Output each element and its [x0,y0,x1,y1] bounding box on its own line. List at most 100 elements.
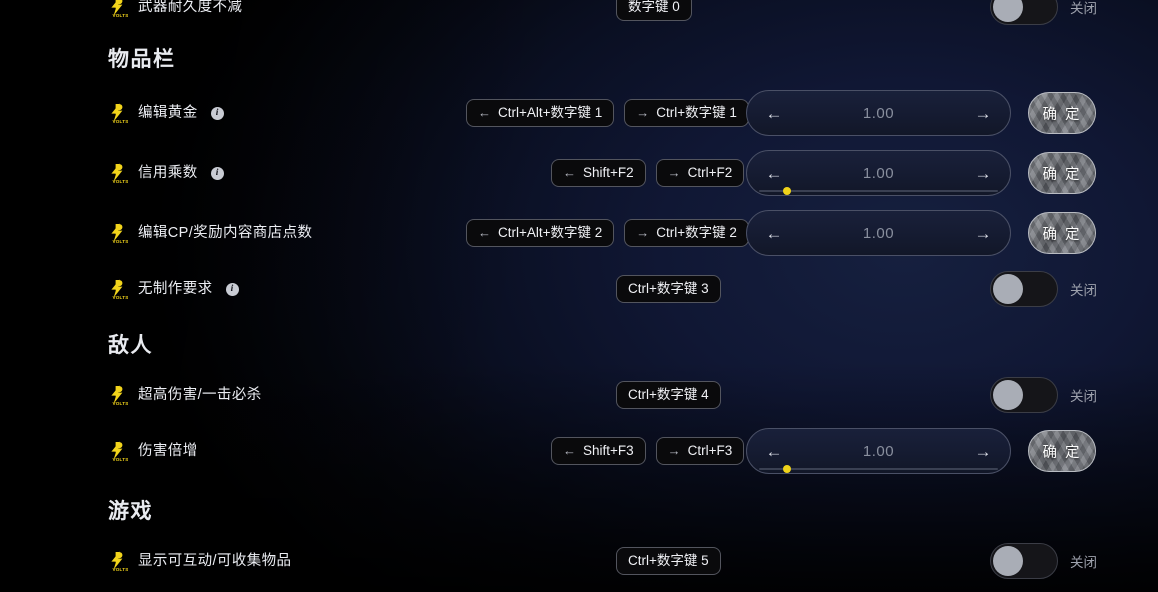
arrow-left-icon: ← [478,225,491,240]
section-header-inventory: 物品栏 [108,48,176,71]
hotkey-label: Ctrl+数字键 2 [656,224,737,240]
stepper-slider-handle[interactable] [783,465,791,473]
setting-row-show-interactable-collectible: VOLTS 显示可互动/可收集物品 Ctrl+数字键 5 关闭 [0,538,1158,584]
value-stepper-damage-multiplier[interactable]: ← 1.00 → [746,428,1011,474]
confirm-button-edit-cp-shop-points[interactable]: 确 定 [1028,212,1096,254]
toggle-state-label: 关闭 [1070,555,1097,570]
confirm-button-damage-multiplier[interactable]: 确 定 [1028,430,1096,472]
toggle-knob [993,380,1023,410]
arrow-right-icon: → [636,225,650,240]
svg-text:VOLTS: VOLTS [113,457,129,462]
toggle-switch-show-interactable-collectible[interactable] [990,543,1058,579]
hotkey-chip[interactable]: ←Shift+F3 [551,436,646,466]
arrow-right-icon: → [667,443,681,458]
confirm-button-edit-gold[interactable]: 确 定 [1028,92,1096,134]
info-icon[interactable]: i [225,282,239,296]
toggle-switch-no-crafting-requirements[interactable] [990,271,1058,307]
arrow-left-icon: ← [478,105,491,120]
setting-label: 信用乘数 [138,164,198,181]
hotkey-group-show-interactable-collectible: Ctrl+数字键 5 [616,538,721,584]
hotkey-chip[interactable]: 数字键 0 [616,0,692,22]
toggle-group-super-damage-onehit-kill: 关闭 [990,372,1097,418]
setting-label-group-no-crafting-requirements: VOLTS 无制作要求 i [108,266,239,312]
stepper-increment-arrow-right-icon[interactable]: → [974,223,992,243]
toggle-knob [993,0,1023,22]
setting-row-credit-multiplier: VOLTS 信用乘数 i ←Shift+F2 → Ctrl+F2 ← 1.00 → 确 定 [0,150,1158,196]
setting-label: 无制作要求 [138,280,213,297]
svg-text:VOLTS: VOLTS [113,119,129,124]
hotkey-label: Ctrl+Alt+数字键 1 [498,104,603,120]
svg-text:VOLTS: VOLTS [113,295,129,300]
hotkey-chip[interactable]: → Ctrl+F2 [655,158,745,188]
setting-label: 显示可互动/可收集物品 [138,552,292,569]
volts-badge-icon: VOLTS [108,0,128,18]
stepper-increment-arrow-right-icon[interactable]: → [974,103,992,123]
hotkey-chip[interactable]: Ctrl+数字键 4 [616,380,721,410]
stepper-decrement-arrow-left-icon[interactable]: ← [765,103,783,123]
stepper-value: 1.00 [862,442,895,460]
toggle-switch-weapon-durability[interactable] [990,0,1058,25]
hotkey-chip[interactable]: →Ctrl+F3 [655,436,745,466]
hotkey-chip[interactable]: Ctrl+数字键 5 [616,546,721,576]
setting-label: 编辑CP/奖励内容商店点数 [138,224,313,241]
arrow-right-icon: → [667,165,681,180]
stepper-slider-track[interactable] [759,465,998,473]
hotkey-label: Ctrl+Alt+数字键 2 [498,224,603,240]
hotkey-chip[interactable]: → Ctrl+数字键 2 [624,218,749,248]
svg-text:VOLTS: VOLTS [113,401,129,406]
stepper-decrement-arrow-left-icon[interactable]: ← [765,441,783,461]
value-stepper-edit-gold[interactable]: ← 1.00 → [746,90,1011,136]
hotkey-label: Ctrl+数字键 1 [656,104,737,120]
stepper-value: 1.00 [862,224,895,242]
setting-label-group-damage-multiplier: VOLTS 伤害倍增 [108,428,198,474]
value-stepper-edit-cp-shop-points[interactable]: ← 1.00 → [746,210,1011,256]
toggle-state-label: 关闭 [1070,1,1097,16]
hotkey-chip[interactable]: ← Ctrl+Alt+数字键 2 [466,218,615,248]
hotkey-chip[interactable]: ←Shift+F2 [551,158,646,188]
toggle-knob [993,546,1023,576]
svg-text:VOLTS: VOLTS [113,567,129,572]
stepper-slider-handle[interactable] [783,187,791,195]
info-icon[interactable]: i [210,166,224,180]
info-icon[interactable]: i [210,106,224,120]
section-header-enemies: 敌人 [108,334,153,357]
section-header-game: 游戏 [108,500,153,523]
stepper-value: 1.00 [862,104,895,122]
volts-badge-icon: VOLTS [108,162,128,184]
toggle-group-show-interactable-collectible: 关闭 [990,538,1097,584]
stepper-increment-arrow-right-icon[interactable]: → [974,163,992,183]
hotkey-group-edit-gold: ← Ctrl+Alt+数字键 1 →Ctrl+数字键 1 [466,90,749,136]
svg-text:VOLTS: VOLTS [113,179,129,184]
stepper-value: 1.00 [862,164,895,182]
stepper-slider-track[interactable] [759,187,998,195]
stepper-increment-arrow-right-icon[interactable]: → [974,441,992,461]
volts-badge-icon: VOLTS [108,440,128,462]
volts-badge-icon: VOLTS [108,102,128,124]
confirm-button-label: 确 定 [1042,226,1082,243]
hotkey-chip[interactable]: Ctrl+数字键 3 [616,274,721,304]
confirm-button-label: 确 定 [1042,106,1082,123]
setting-label-group-credit-multiplier: VOLTS 信用乘数 i [108,150,224,196]
setting-label-group-show-interactable-collectible: VOLTS 显示可互动/可收集物品 [108,538,291,584]
hotkey-group-credit-multiplier: ←Shift+F2 → Ctrl+F2 [551,150,745,196]
toggle-switch-super-damage-onehit-kill[interactable] [990,377,1058,413]
value-stepper-credit-multiplier[interactable]: ← 1.00 → [746,150,1011,196]
volts-badge-icon: VOLTS [108,384,128,406]
hotkey-chip[interactable]: ← Ctrl+Alt+数字键 1 [466,98,615,128]
setting-label: 伤害倍增 [138,442,198,459]
confirm-button-credit-multiplier[interactable]: 确 定 [1028,152,1096,194]
hotkey-label: Shift+F2 [583,164,634,180]
confirm-button-label: 确 定 [1042,166,1082,183]
hotkey-label: Ctrl+F2 [687,164,733,180]
stepper-decrement-arrow-left-icon[interactable]: ← [765,163,783,183]
hotkey-chip[interactable]: →Ctrl+数字键 1 [624,98,749,128]
hotkey-group-weapon-durability: 数字键 0 [616,0,692,30]
svg-text:VOLTS: VOLTS [113,13,129,18]
volts-badge-icon: VOLTS [108,278,128,300]
stepper-decrement-arrow-left-icon[interactable]: ← [765,223,783,243]
